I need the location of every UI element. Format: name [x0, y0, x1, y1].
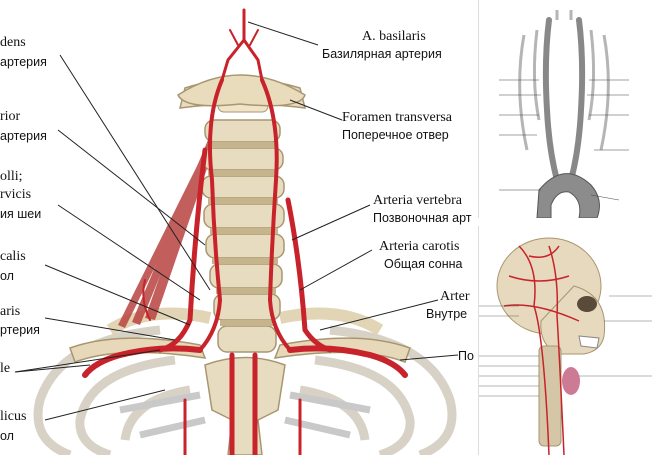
label-po-russian: По	[458, 349, 474, 363]
cervical-spine-arteries-drawing	[14, 8, 459, 455]
label-left7-russian: ол	[0, 429, 14, 443]
label-left5-latin: aris	[0, 304, 21, 319]
label-basilaris-russian: Базилярная артерия	[322, 47, 442, 61]
label-arter-russian: Внутре	[426, 307, 468, 321]
label-carotis-russian: Общая сонна	[384, 257, 463, 271]
label-vertebral-latin: Arteria vertebra	[373, 193, 462, 208]
label-left2-russian: артерия	[0, 129, 47, 143]
label-left3-russian: ия шеи	[0, 207, 42, 221]
label-left5-russian: ртерия	[0, 323, 40, 337]
label-left1-latin: dens	[0, 35, 26, 50]
label-left2-latin: rior	[0, 109, 21, 124]
label-left6: le	[0, 361, 11, 376]
vertebral-column	[177, 74, 306, 353]
label-left7-latin: licus	[0, 409, 27, 424]
aortic-arch-diagram	[478, 0, 652, 218]
label-vertebral-russian: Позвоночная арт	[373, 211, 472, 225]
label-basilaris-latin: A. basilaris	[362, 29, 426, 44]
label-foramen-latin: Foramen transversa	[342, 110, 453, 125]
label-left4-latin: calis	[0, 249, 26, 264]
label-arter-latin: Arter	[440, 289, 470, 304]
label-carotis-latin: Arteria carotis	[379, 239, 460, 254]
label-left3-latin: olli;	[0, 169, 23, 184]
leader-lines	[14, 21, 459, 421]
label-left3-latin-2: rvicis	[0, 187, 32, 202]
label-left4-russian: ол	[0, 269, 14, 283]
head-skull-arteries-illustration	[478, 226, 652, 455]
skull-drawing	[479, 237, 652, 455]
aortic-arch-drawing	[499, 10, 629, 218]
main-anatomy-illustration: A. basilaris Базилярная артерия Foramen …	[0, 8, 474, 455]
label-foramen-russian: Поперечное отвер	[342, 128, 449, 142]
label-left1-russian: артерия	[0, 55, 47, 69]
